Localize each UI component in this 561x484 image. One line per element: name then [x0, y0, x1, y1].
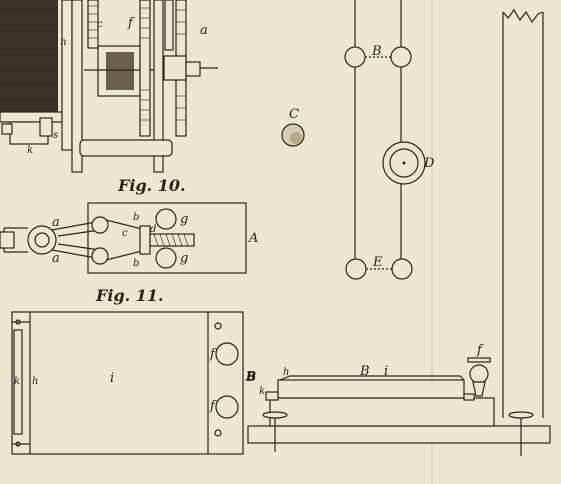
frame-bde [344, 0, 426, 280]
caption-fig-11: Fig. 11. [95, 286, 164, 305]
label-top-n: n [60, 37, 66, 48]
label-frame-b: B [371, 44, 382, 59]
gear-teeth-mid [140, 7, 150, 121]
label-fig11-k: k [14, 376, 20, 387]
label-top-c: c [97, 19, 103, 30]
label-fig10-g-upper: g [180, 212, 188, 227]
coil-windings [0, 9, 58, 101]
label-side-b: B [245, 369, 256, 383]
label-fig10-d: d [150, 224, 156, 235]
label-top-k: k [27, 145, 33, 156]
label-fig10-b-lower: b [133, 258, 139, 269]
label-d: D [423, 156, 435, 171]
ball-c-shade [290, 132, 302, 144]
label-side-bi-b: B [359, 364, 370, 379]
side-elevation [247, 357, 551, 456]
label-side-h: h [283, 367, 289, 378]
label-side-f: f [476, 343, 484, 358]
label-side-bi-i: i [384, 364, 388, 379]
spool-core [106, 52, 134, 90]
label-fig11-i: i [110, 371, 114, 386]
label-fig10-a-main: A [248, 231, 258, 246]
screw-thread [153, 233, 189, 247]
label-fig11-b: B [245, 370, 256, 384]
fig-10-drawing [0, 202, 247, 274]
gear-teeth-right [176, 9, 186, 121]
label-top-s: s [53, 130, 58, 141]
label-top-f: f [127, 16, 135, 31]
label-top-a: a [200, 23, 208, 38]
label-fig11-f-upper: f [209, 347, 217, 362]
ratchet-teeth-left [88, 5, 98, 39]
coil-cylinder [0, 0, 58, 112]
label-e: E [372, 255, 383, 270]
label-fig11-f-lower: f [209, 399, 217, 414]
label-fig10-a-lower: a [52, 251, 60, 266]
label-side-k: k [259, 386, 265, 397]
label-c: C [289, 107, 299, 122]
fig-11-drawing [11, 311, 244, 455]
tall-post [502, 8, 544, 418]
label-fig10-g-lower: g [180, 251, 188, 266]
label-fig11-h: h [32, 376, 38, 387]
label-fig10-b-upper: b [133, 212, 139, 223]
coil-mechanism [0, 0, 218, 173]
label-fig10-c: c [122, 228, 128, 239]
caption-fig-10: Fig. 10. [117, 176, 186, 195]
label-fig10-a-upper: a [52, 215, 60, 230]
